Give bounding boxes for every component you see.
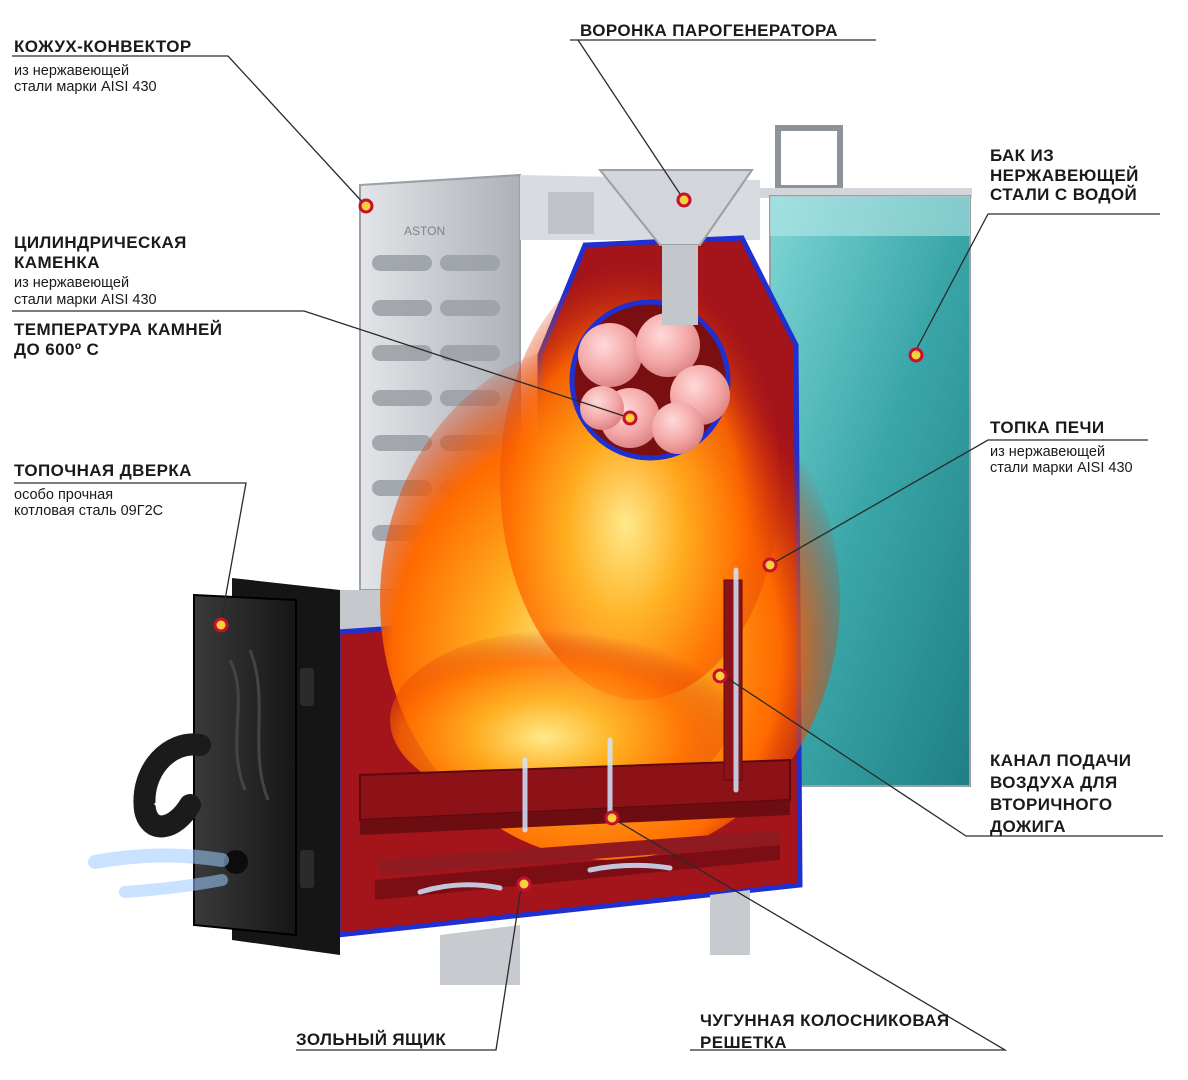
- label-firebox-sub: из нержавеющей стали марки AISI 430: [990, 443, 1133, 477]
- label-tank-title: БАК ИЗ НЕРЖАВЕЮЩЕЙ СТАЛИ С ВОДОЙ: [990, 146, 1139, 205]
- label-funnel: ВОРОНКА ПАРОГЕНЕРАТОРА: [580, 21, 838, 41]
- label-grate-title: ЧУГУННАЯ КОЛОСНИКОВАЯ РЕШЕТКА: [700, 1011, 950, 1053]
- callout-markers: [213, 192, 924, 892]
- label-grate: ЧУГУННАЯ КОЛОСНИКОВАЯ РЕШЕТКА: [700, 1010, 950, 1054]
- marker-door: [213, 617, 229, 633]
- label-air-channel-title: КАНАЛ ПОДАЧИ ВОЗДУХА ДЛЯ ВТОРИЧНОГО ДОЖИ…: [990, 751, 1132, 837]
- firebox-section: [335, 169, 840, 938]
- label-door: ТОПОЧНАЯ ДВЕРКА особо прочная котловая с…: [14, 461, 192, 520]
- label-tank: БАК ИЗ НЕРЖАВЕЮЩЕЙ СТАЛИ С ВОДОЙ: [990, 146, 1139, 205]
- label-ash-box-title: ЗОЛЬНЫЙ ЯЩИК: [296, 1030, 447, 1049]
- label-door-title: ТОПОЧНАЯ ДВЕРКА: [14, 461, 192, 480]
- label-heater-title: ЦИЛИНДРИЧЕСКАЯ КАМЕНКА: [14, 233, 187, 272]
- leader-lines: [12, 39, 1163, 1051]
- label-firebox: ТОПКА ПЕЧИ из нержавеющей стали марки AI…: [990, 418, 1133, 477]
- label-convector-title: КОЖУХ-КОНВЕКТОР: [14, 37, 192, 56]
- stove-legs: [440, 890, 750, 985]
- label-heater-sub: из нержавеющей стали марки AISI 430: [14, 275, 157, 308]
- brand-logo: ASTON: [404, 224, 445, 238]
- marker-grate: [604, 810, 620, 826]
- inlet-airflow: [88, 848, 229, 898]
- label-heater: ЦИЛИНДРИЧЕСКАЯ КАМЕНКА из нержавеющей ст…: [14, 233, 187, 308]
- label-convector: КОЖУХ-КОНВЕКТОР из нержавеющей стали мар…: [14, 37, 192, 96]
- fire-door: [133, 578, 340, 955]
- label-stones-temp-title: ТЕМПЕРАТУРА КАМНЕЙ ДО 600º С: [14, 320, 223, 359]
- label-door-sub: особо прочная котловая сталь 09Г2С: [14, 486, 164, 520]
- label-firebox-title: ТОПКА ПЕЧИ: [990, 418, 1105, 437]
- label-stones-temp: ТЕМПЕРАТУРА КАМНЕЙ ДО 600º С: [14, 320, 222, 359]
- marker-ash-box: [516, 876, 532, 892]
- marker-tank: [908, 347, 924, 363]
- marker-heater: [622, 410, 638, 426]
- label-funnel-title: ВОРОНКА ПАРОГЕНЕРАТОРА: [580, 21, 838, 40]
- marker-convector: [358, 198, 374, 214]
- label-ash-box: ЗОЛЬНЫЙ ЯЩИК: [296, 1030, 446, 1050]
- marker-firebox: [762, 557, 778, 573]
- label-air-channel: КАНАЛ ПОДАЧИ ВОЗДУХА ДЛЯ ВТОРИЧНОГО ДОЖИ…: [990, 750, 1131, 838]
- label-convector-sub: из нержавеющей стали марки AISI 430: [14, 62, 157, 96]
- marker-funnel: [676, 192, 692, 208]
- marker-air-channel: [712, 668, 728, 684]
